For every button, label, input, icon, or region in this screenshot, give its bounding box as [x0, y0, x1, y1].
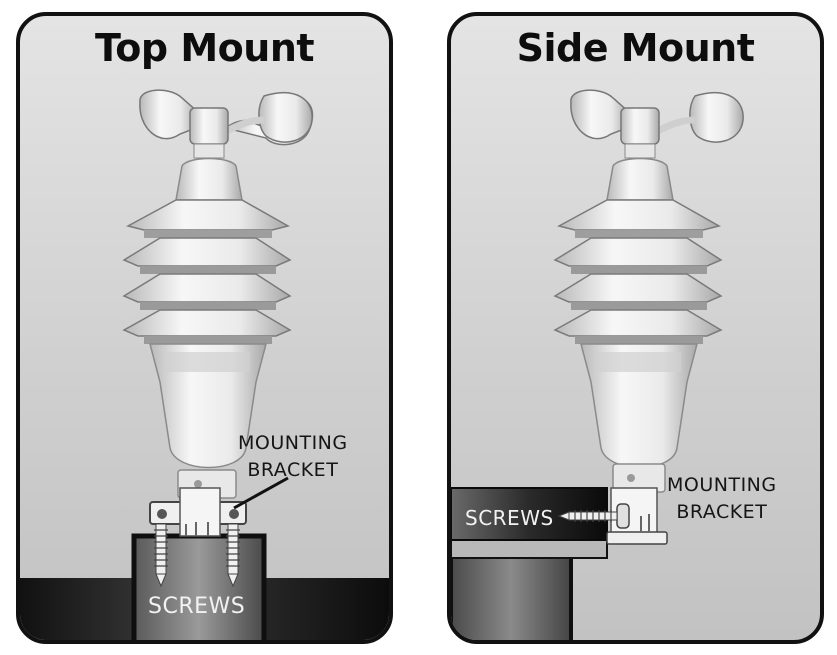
screw-right — [226, 523, 240, 588]
mounting-bracket-label: MOUNTING BRACKET — [667, 472, 777, 526]
anemometer-cups — [139, 89, 314, 159]
mounting-bracket — [606, 487, 668, 545]
screw-horizontal — [557, 510, 618, 522]
sensor-neck — [606, 157, 674, 201]
panel-title-top-mount: Top Mount — [94, 26, 315, 70]
post-cap — [451, 539, 608, 559]
sensor-body — [580, 343, 698, 493]
mounting-post — [451, 550, 573, 640]
mounting-bracket-label: MOUNTING BRACKET — [238, 430, 348, 484]
screw-left — [154, 523, 168, 588]
radiation-shield — [122, 199, 292, 344]
screws-label: SCREWS — [465, 506, 554, 530]
bracket-label-line-2: BRACKET — [676, 501, 768, 523]
anemometer-cups — [570, 89, 744, 159]
panel-title-side-mount: Side Mount — [516, 26, 755, 70]
mounting-post — [131, 533, 267, 640]
panel-side-mount: Side Mount MOUNTING BRACKET SCREWS — [447, 12, 824, 644]
top-mount-illustration — [20, 89, 389, 640]
radiation-shield — [553, 199, 723, 344]
mounting-bracket — [149, 487, 247, 537]
bracket-label-line-2: BRACKET — [247, 459, 339, 481]
bracket-leader-line — [233, 476, 289, 510]
panel-top-mount: Top Mount MOUNTING BRACKET SCREWS — [16, 12, 393, 644]
side-mount-illustration — [451, 89, 744, 640]
screws-label: SCREWS — [148, 594, 246, 619]
bracket-label-line-1: MOUNTING — [238, 432, 348, 454]
bracket-label-line-1: MOUNTING — [667, 474, 777, 496]
sensor-neck — [175, 157, 243, 201]
